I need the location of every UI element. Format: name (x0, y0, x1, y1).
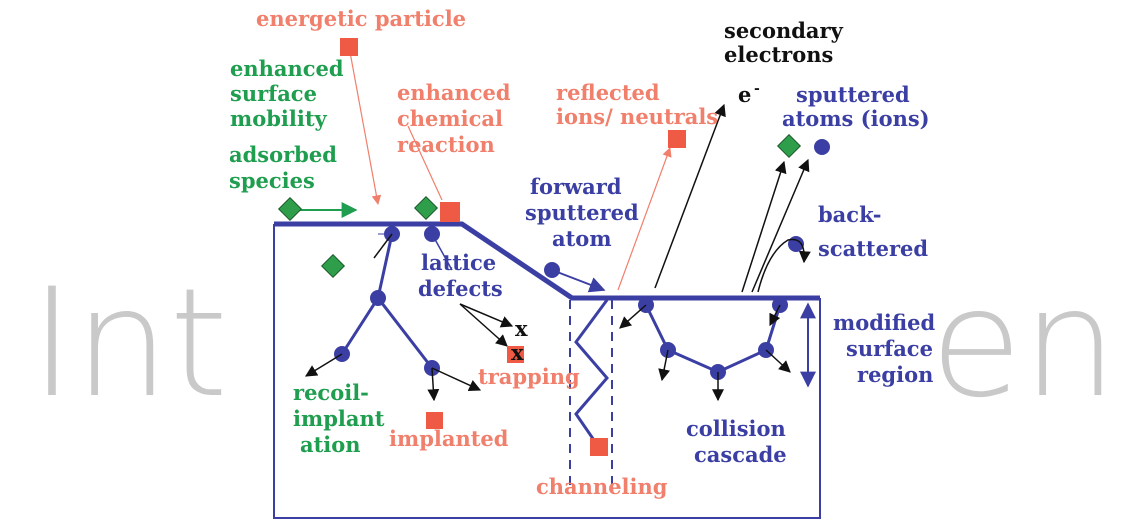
enhanced-surface-mobility-label: enhanced surface mobility (230, 56, 344, 131)
arrow (427, 367, 440, 402)
sputtered-diamond-arrow (741, 160, 787, 293)
svg-text:surface: surface (230, 81, 317, 106)
recoil-diamond (320, 253, 346, 279)
trapped-particle-square (507, 346, 524, 363)
channeling-path (574, 299, 609, 447)
arrow (769, 304, 781, 327)
svg-text:modified: modified (833, 310, 936, 335)
arrow (658, 349, 671, 382)
electron-symbol: e - (738, 81, 760, 107)
svg-text:defects: defects (418, 276, 503, 301)
sputtered-atoms-label: sputtered atoms (ions) (782, 82, 930, 131)
svg-text:ions/ neutrals: ions/ neutrals (556, 104, 718, 129)
svg-text:implant: implant (293, 406, 385, 431)
back-scattered-label: back- scattered (818, 202, 928, 261)
modified-surface-region-label: modified surface region (833, 310, 936, 387)
implanted-label: implanted (389, 426, 509, 451)
svg-text:adsorbed: adsorbed (229, 142, 337, 167)
svg-text:sputtered: sputtered (525, 200, 639, 225)
arrow (373, 233, 393, 259)
sputtered-atom-arrow (751, 158, 810, 293)
trap-mark: x (511, 340, 524, 365)
sputtered-diamond (776, 133, 802, 159)
svg-text:reaction: reaction (397, 132, 495, 157)
adsorbed-diamond (277, 196, 303, 222)
adsorbed-diamond (413, 195, 439, 221)
svg-text:region: region (857, 362, 933, 387)
svg-text:enhanced: enhanced (230, 56, 344, 81)
collision-cascade-label: collision cascade (686, 416, 787, 467)
energetic-particle-label: energetic particle (256, 6, 466, 31)
svg-text:electrons: electrons (724, 42, 833, 67)
svg-text:atom: atom (552, 226, 612, 251)
reflected-ions-neutrals-label: reflected ions/ neutrals (556, 80, 718, 129)
watermark-left: Int (30, 257, 228, 431)
svg-text:chemical: chemical (397, 106, 503, 131)
vacancy-mark: x (515, 316, 528, 341)
svg-text:species: species (229, 168, 315, 193)
svg-text:cascade: cascade (694, 442, 787, 467)
atom (370, 290, 386, 306)
arrow (304, 353, 343, 377)
arrow (765, 349, 791, 373)
energetic-particle-square (340, 38, 358, 56)
svg-text:secondary: secondary (724, 18, 844, 43)
svg-text:collision: collision (686, 416, 786, 441)
reflected-particle-square (668, 130, 686, 148)
svg-text:surface: surface (846, 336, 933, 361)
arrow (459, 303, 508, 347)
sputtered-atom (814, 139, 830, 155)
svg-text:atoms (ions): atoms (ions) (782, 106, 930, 131)
svg-text:mobility: mobility (230, 106, 328, 131)
channeling-label: channeling (536, 474, 668, 499)
backscatter-arrow (757, 238, 811, 293)
implanted-particle-square (426, 412, 443, 429)
secondary-electrons-label: secondary electrons (724, 18, 844, 67)
svg-text:back-: back- (818, 202, 882, 227)
arrow (619, 304, 647, 329)
svg-text:forward: forward (530, 174, 622, 199)
trapping-label: trapping (478, 364, 580, 389)
svg-text:ation: ation (300, 432, 361, 457)
arrow (431, 367, 482, 391)
surface-line (274, 221, 820, 301)
svg-text:scattered: scattered (818, 236, 928, 261)
enhanced-chemical-reaction-label: enhanced chemical reaction (397, 80, 511, 157)
incident-particle-arrow (349, 51, 382, 205)
forward-sputtered-atom-label: forward sputtered atom (525, 174, 639, 251)
watermark-right: en (930, 257, 1117, 431)
adsorbed-species-label: adsorbed species (229, 142, 337, 193)
lattice-defects-label: lattice defects (418, 250, 503, 301)
svg-text:recoil-: recoil- (293, 380, 369, 405)
channeled-particle-square (590, 438, 608, 456)
arrow (459, 303, 514, 328)
svg-text:reflected: reflected (556, 80, 660, 105)
recoil-track-branch (376, 297, 434, 369)
target-outline (273, 224, 821, 519)
recoil-implantation-label: recoil- implant ation (293, 380, 385, 457)
svg-text:sputtered: sputtered (796, 82, 910, 107)
secondary-electron-arrow (654, 103, 726, 289)
svg-text:e: e (738, 82, 751, 107)
svg-text:lattice: lattice (421, 250, 496, 275)
reflected-particle-arrow (617, 147, 672, 291)
svg-text:enhanced: enhanced (397, 80, 511, 105)
reaction-particle-square (440, 202, 460, 222)
incident-particle-arrow-2 (407, 125, 443, 201)
atom (424, 226, 440, 242)
svg-text:-: - (754, 81, 760, 97)
arrow (551, 269, 606, 293)
